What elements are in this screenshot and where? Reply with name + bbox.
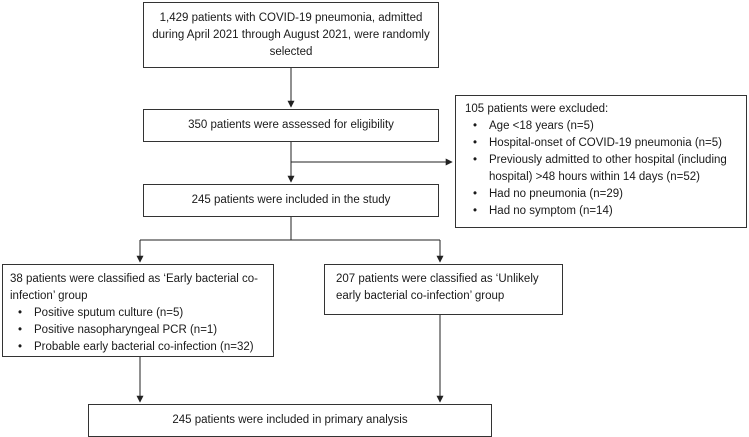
box-included: 245 patients were included in the study — [143, 184, 439, 217]
list-item: Probable early bacterial co-infection (n… — [18, 339, 267, 356]
excluded-title: 105 patients were excluded: — [465, 103, 609, 115]
assessed-text: 350 patients were assessed for eligibili… — [188, 119, 394, 131]
list-item: Positive sputum culture (n=5) — [18, 305, 267, 322]
included-text: 245 patients were included in the study — [191, 194, 391, 206]
box-randomized: 1,429 patients with COVID-19 pneumonia, … — [143, 2, 439, 68]
list-item: Had no symptom (n=14) — [473, 203, 740, 220]
list-item: Hospital-onset of COVID-19 pneumonia (n=… — [473, 135, 740, 152]
early-list: Positive sputum culture (n=5) Positive n… — [10, 305, 267, 356]
box-excluded: 105 patients were excluded: Age <18 year… — [455, 95, 747, 228]
list-item: Positive nasopharyngeal PCR (n=1) — [18, 322, 267, 339]
primary-text: 245 patients were included in primary an… — [172, 414, 408, 426]
list-item: Age <18 years (n=5) — [473, 118, 740, 135]
box-assessed: 350 patients were assessed for eligibili… — [143, 109, 439, 142]
list-item: Previously admitted to other hospital (i… — [473, 152, 740, 186]
box-primary-analysis: 245 patients were included in primary an… — [88, 404, 492, 437]
box-unlikely-coinfection: 207 patients were classified as ‘Unlikel… — [324, 264, 563, 315]
excluded-list: Age <18 years (n=5) Hospital-onset of CO… — [465, 118, 740, 220]
early-title: 38 patients were classified as ‘Early ba… — [10, 273, 259, 302]
box-early-coinfection: 38 patients were classified as ‘Early ba… — [2, 264, 274, 357]
unlikely-text: 207 patients were classified as ‘Unlikel… — [336, 273, 539, 302]
list-item: Had no pneumonia (n=29) — [473, 186, 740, 203]
randomized-text: 1,429 patients with COVID-19 pneumonia, … — [152, 11, 430, 58]
